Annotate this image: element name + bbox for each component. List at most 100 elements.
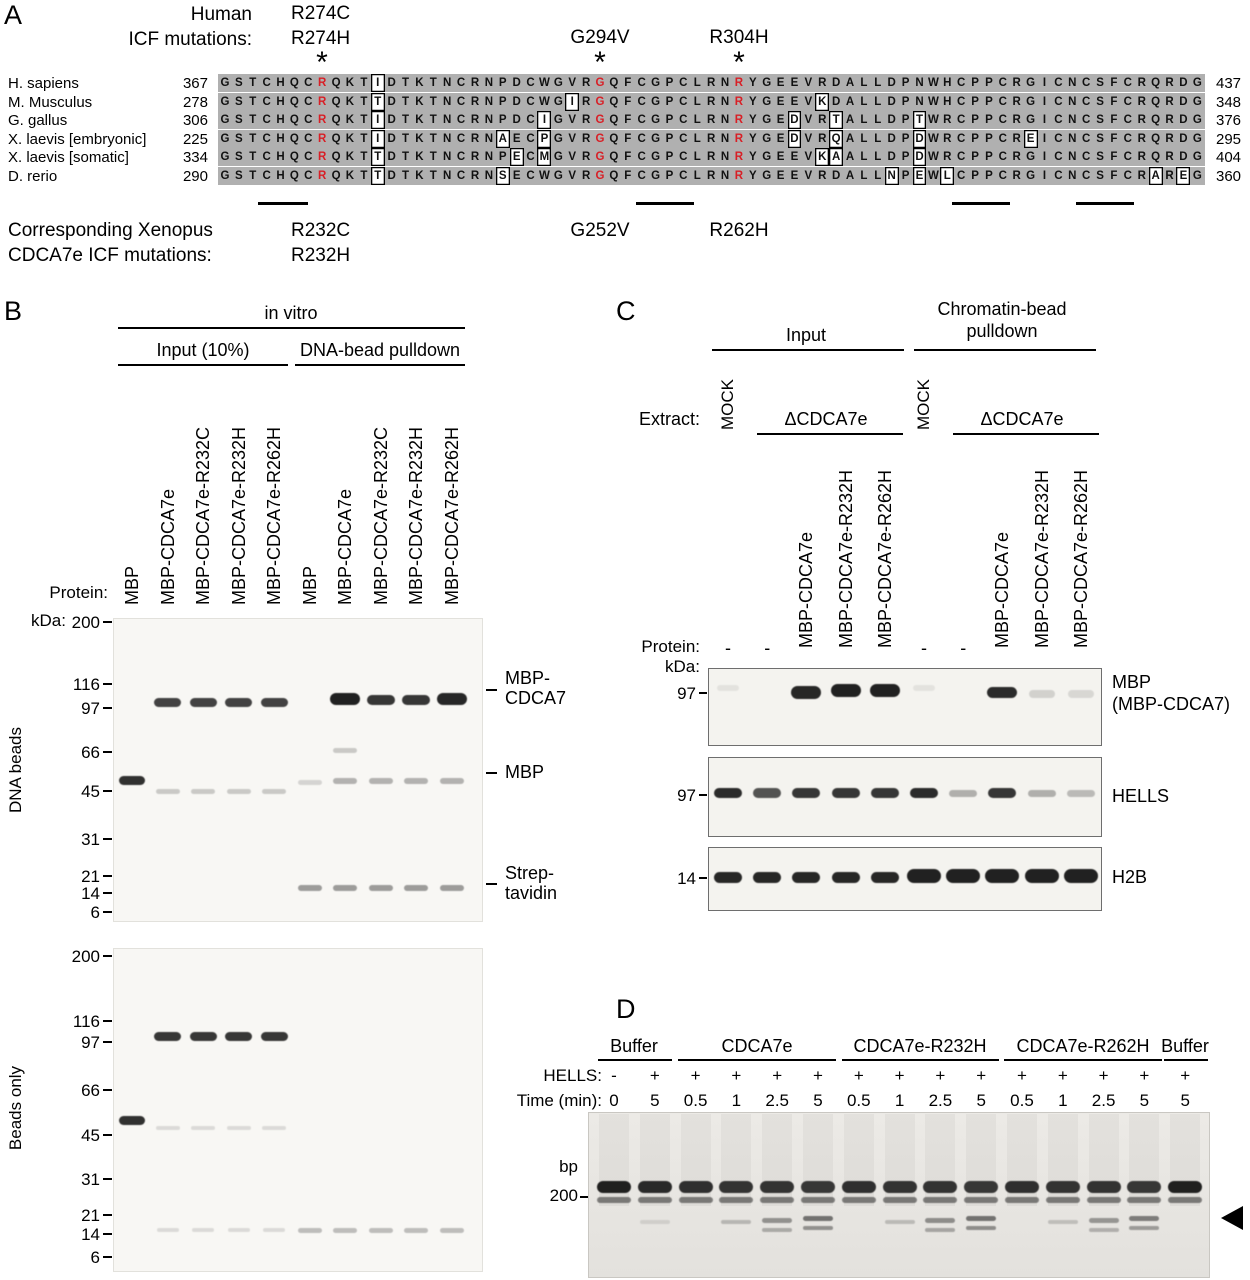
sequence-residue: D: [387, 95, 396, 108]
marker-tick: [103, 955, 112, 957]
sequence-residue: C: [262, 151, 271, 164]
asterisk-r274: *: [316, 46, 328, 79]
treatment-group-label: Buffer: [1161, 1036, 1209, 1056]
sequence-residue: C: [1123, 95, 1132, 108]
sequence-residue: V: [804, 77, 813, 89]
gel-band: [1066, 789, 1095, 797]
sequence-residue: G: [762, 132, 772, 145]
sequence-residue: D: [887, 77, 896, 89]
blot-h2b-marker: 14: [677, 869, 696, 888]
panel-b-label: B: [4, 296, 23, 326]
end-position: 295: [1216, 130, 1242, 148]
sequence-residue: A: [495, 129, 510, 148]
marker-tick: [103, 838, 112, 840]
sequence-residue: I: [1042, 77, 1047, 89]
motif-underline-3: [952, 202, 1010, 205]
sequence-residue: R: [818, 170, 827, 182]
species-name: G. gallus: [8, 112, 68, 130]
sequence-residue: Y: [748, 170, 757, 182]
sequence-residue: E: [512, 170, 521, 182]
gel-band: [988, 788, 1017, 798]
sequence-residue: G: [220, 114, 230, 127]
gel-band: [639, 1220, 670, 1224]
time-value: 0: [609, 1091, 619, 1110]
sequence-residue: C: [262, 132, 271, 145]
gel-band: [841, 1181, 876, 1193]
sequence-residue: P: [971, 114, 979, 127]
sequence-residue: C: [1123, 77, 1132, 89]
delta-cdca7e-label-1: ΔCDCA7e: [784, 409, 868, 429]
no-protein-dash: -: [764, 638, 771, 658]
gel-band: [882, 1181, 917, 1193]
sequence-residue: C: [637, 114, 646, 127]
sequence-residue: H: [276, 114, 285, 127]
sequence-residue: P: [971, 170, 979, 182]
lane-label: MBP-CDCA7e-R262H: [1070, 469, 1091, 648]
gel-band: [831, 871, 860, 883]
sequence-residue: F: [1110, 114, 1118, 127]
sequence-residue: F: [624, 151, 632, 164]
gel-band: [714, 871, 742, 883]
sequence-residue: S: [1096, 95, 1104, 108]
sequence-residue: P: [498, 114, 507, 127]
sequence-residue: R: [1137, 170, 1146, 182]
input-bracket-line: [118, 364, 288, 366]
sequence-residue: N: [443, 132, 452, 145]
marker-tick: [103, 875, 112, 877]
gel-band: [597, 1181, 631, 1193]
sequence-residue: T: [249, 151, 257, 164]
sequence-residue: T: [402, 132, 410, 145]
sequence-residue: D: [887, 132, 896, 145]
sequence-residue: R: [734, 151, 744, 164]
sequence-residue: R: [318, 114, 327, 127]
sequence-residue: T: [360, 151, 368, 164]
gel-band: [987, 686, 1018, 698]
sequence-residue: P: [498, 95, 507, 108]
sequence-residue: P: [498, 151, 507, 164]
marker-tick: [103, 1134, 112, 1136]
sequence-residue: R: [706, 77, 716, 89]
gel-band: [1024, 869, 1059, 883]
sequence-residue: R: [581, 95, 591, 108]
gel-band: [368, 1227, 393, 1233]
gel-band: [192, 1228, 214, 1232]
sequence-residue: W: [927, 77, 939, 89]
sequence-residue: F: [1110, 170, 1118, 182]
sequence-residue: A: [845, 151, 855, 164]
sequence-residue: N: [884, 167, 899, 185]
sequence-residue: P: [901, 95, 910, 108]
sequence-residue: D: [787, 129, 802, 148]
sequence-residue: G: [1026, 151, 1036, 164]
sequence-residue: C: [679, 170, 688, 182]
sequence-residue: G: [220, 132, 230, 145]
gel-band: [1088, 1228, 1119, 1232]
sequence-residue: F: [624, 170, 632, 182]
marker-label: 66: [81, 743, 100, 762]
gel-band: [366, 695, 395, 705]
sequence-residue: F: [1110, 151, 1118, 164]
sequence-residue: V: [568, 151, 577, 164]
sequence-residue: V: [568, 77, 577, 89]
gel-band: [297, 885, 322, 891]
marker-label: 31: [81, 1170, 100, 1189]
gel-band: [1086, 1197, 1121, 1203]
sequence-residue: Q: [331, 132, 341, 145]
sequence-residue: D: [1179, 114, 1188, 127]
sequence-residue: R: [734, 114, 744, 127]
species-name: D. rerio: [8, 168, 58, 185]
sequence-residue: D: [1179, 132, 1188, 145]
sequence-residue: C: [304, 77, 313, 89]
sequence-residue: R: [1012, 170, 1021, 182]
sequence-residue: N: [443, 151, 452, 164]
sequence-residue: R: [1012, 95, 1021, 108]
gel-band: [189, 1031, 217, 1041]
sequence-residue: T: [370, 167, 385, 185]
group-bracket-line: [1164, 1059, 1208, 1061]
gel-band: [1063, 869, 1098, 883]
gel-band: [333, 1227, 357, 1233]
marker-label: 45: [81, 1126, 100, 1145]
lane-label: MBP-CDCA7e-R232H: [835, 469, 856, 648]
